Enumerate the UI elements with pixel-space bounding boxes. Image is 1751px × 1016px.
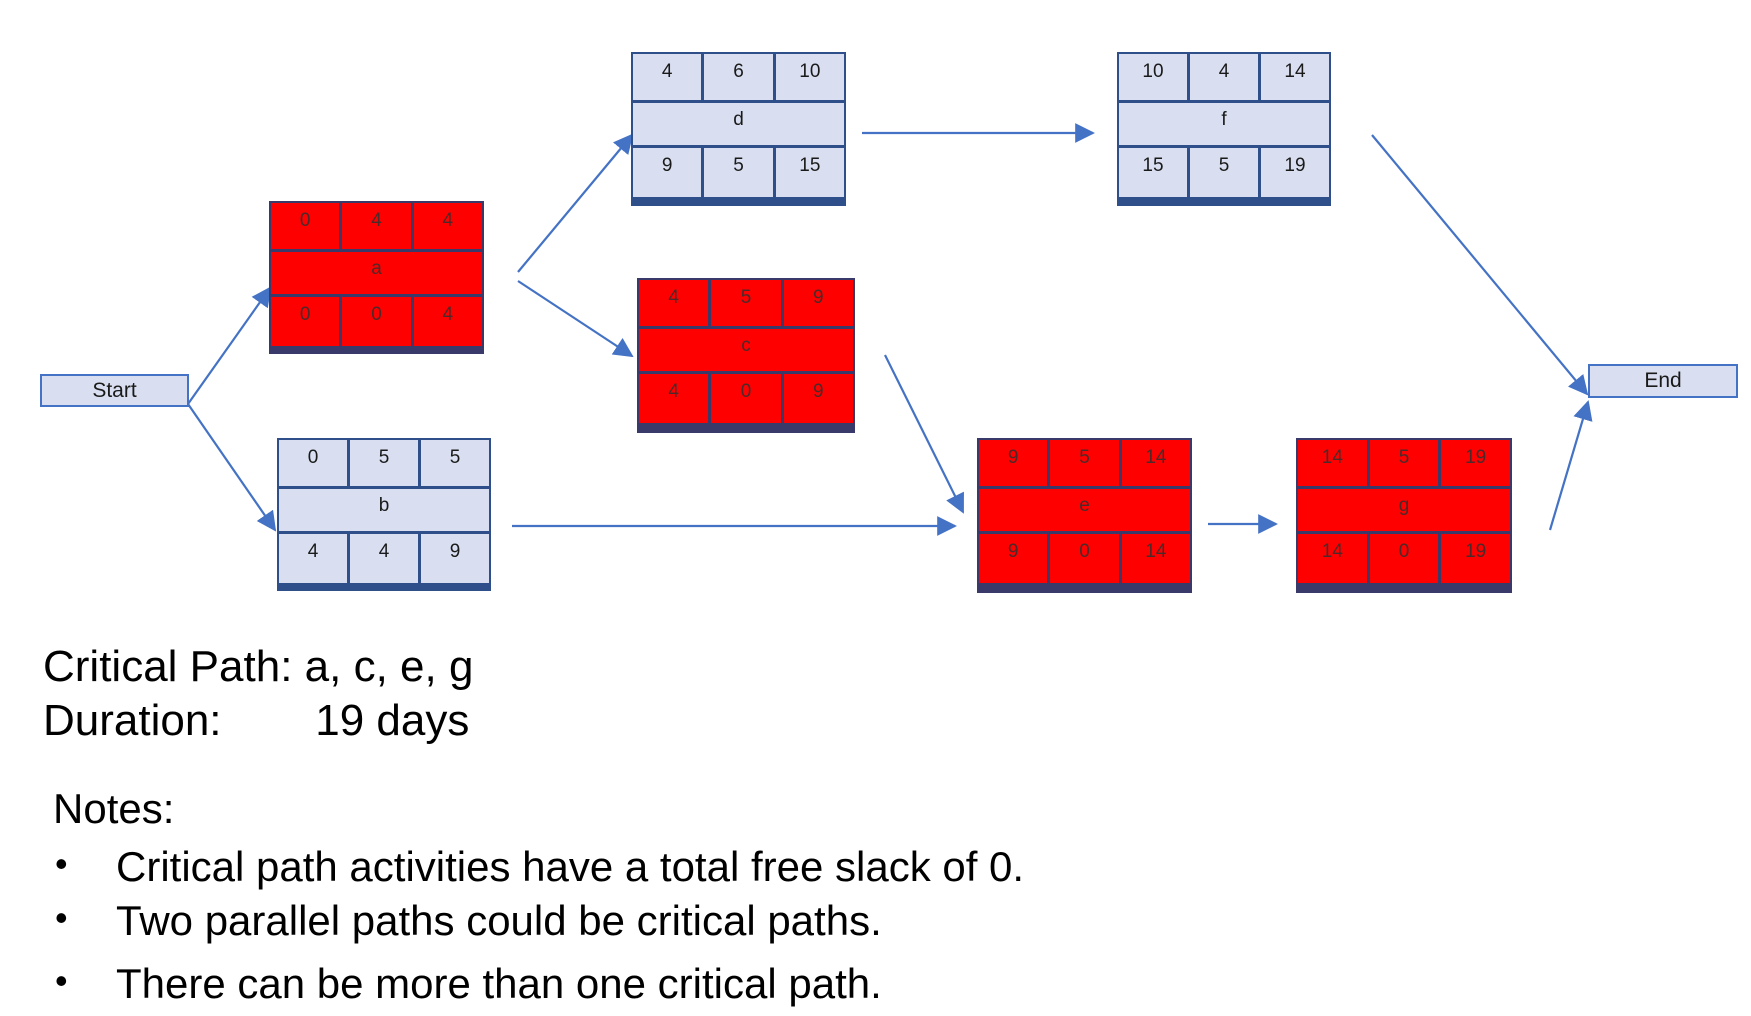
activity-c-lf: 9: [783, 374, 853, 423]
activity-f-label: f: [1119, 103, 1329, 145]
activity-f-ef: 14: [1261, 54, 1329, 100]
activity-d-label: d: [633, 103, 844, 145]
notes-title: Notes:: [53, 785, 175, 832]
activity-f-duration: 4: [1190, 54, 1258, 100]
activity-g-node: 14 5 19 g 14 0 19: [1296, 438, 1512, 593]
activity-d-ls: 9: [633, 148, 702, 197]
activity-b-duration: 5: [350, 440, 418, 486]
arrow-g-end: [1548, 400, 1593, 531]
end-label: End: [1644, 369, 1682, 392]
activity-b-ls: 4: [279, 534, 347, 583]
activity-c-ef: 9: [783, 280, 853, 326]
bullet-icon: •: [55, 960, 68, 1001]
activity-d-slack: 5: [704, 148, 773, 197]
critical-path-label: Critical Path:: [43, 642, 293, 691]
activity-d-ef: 10: [775, 54, 844, 100]
activity-f-node: 10 4 14 f 15 5 19: [1117, 52, 1331, 206]
note-item: • Critical path activities have a total …: [55, 843, 1155, 899]
duration-value: 19 days: [315, 696, 470, 745]
bullet-icon: •: [55, 843, 68, 884]
activity-a-node: 0 4 4 a 0 0 4: [269, 201, 484, 354]
activity-a-label: a: [271, 252, 482, 294]
critical-path-summary: Critical Path: a, c, e, g Duration: 19 d…: [43, 640, 743, 748]
arrow-start-a: [187, 286, 272, 405]
arrow-f-end: [1371, 134, 1589, 396]
activity-a-slack: 0: [342, 297, 411, 346]
activity-a-lf: 4: [413, 297, 482, 346]
duration-line: Duration: 19 days: [43, 694, 743, 748]
bullet-icon: •: [55, 897, 68, 938]
activity-a-es: 0: [271, 203, 340, 249]
activity-c-duration: 5: [711, 280, 781, 326]
arrow-a-c: [517, 280, 634, 358]
activity-a-ef: 4: [413, 203, 482, 249]
activity-b-slack: 4: [350, 534, 418, 583]
end-node: End: [1588, 364, 1738, 398]
activity-e-node: 9 5 14 e 9 0 14: [977, 438, 1192, 593]
activity-a-duration: 4: [342, 203, 411, 249]
activity-f-lf: 19: [1261, 148, 1329, 197]
arrow-c-e: [884, 354, 964, 514]
activity-g-ls: 14: [1298, 534, 1367, 583]
activity-b-ef: 5: [421, 440, 489, 486]
activity-f-slack: 5: [1190, 148, 1258, 197]
activity-g-ef: 19: [1441, 440, 1510, 486]
activity-b-node: 0 5 5 b 4 4 9: [277, 438, 491, 591]
activity-c-ls: 4: [639, 374, 709, 423]
activity-c-slack: 0: [711, 374, 781, 423]
activity-f-es: 10: [1119, 54, 1187, 100]
activity-b-lf: 9: [421, 534, 489, 583]
note-text: Critical path activities have a total fr…: [116, 843, 1025, 890]
activity-g-duration: 5: [1369, 440, 1439, 486]
activity-g-slack: 0: [1369, 534, 1439, 583]
note-text: There can be more than one critical path…: [116, 960, 882, 1007]
activity-d-lf: 15: [775, 148, 844, 197]
activity-c-node: 4 5 9 c 4 0 9: [637, 278, 855, 433]
start-node: Start: [40, 374, 189, 407]
duration-label: Duration:: [43, 696, 222, 745]
critical-path-line: Critical Path: a, c, e, g: [43, 640, 743, 694]
activity-c-label: c: [639, 329, 853, 371]
activity-f-ls: 15: [1119, 148, 1187, 197]
start-label: Start: [92, 378, 137, 402]
activity-g-lf: 19: [1441, 534, 1510, 583]
activity-e-slack: 0: [1050, 534, 1119, 583]
arrow-start-b: [187, 403, 277, 532]
activity-e-label: e: [979, 489, 1190, 531]
activity-a-ls: 0: [271, 297, 340, 346]
activity-d-es: 4: [633, 54, 702, 100]
activity-b-label: b: [279, 489, 489, 531]
note-item: • Two parallel paths could be critical p…: [55, 897, 1155, 953]
activity-e-lf: 14: [1121, 534, 1190, 583]
activity-e-duration: 5: [1050, 440, 1119, 486]
activity-e-ef: 14: [1121, 440, 1190, 486]
activity-g-es: 14: [1298, 440, 1367, 486]
critical-path-value: a, c, e, g: [304, 642, 474, 691]
activity-e-es: 9: [979, 440, 1048, 486]
note-text: Two parallel paths could be critical pat…: [116, 897, 882, 944]
activity-b-es: 0: [279, 440, 347, 486]
activity-d-duration: 6: [704, 54, 773, 100]
activity-g-label: g: [1298, 489, 1510, 531]
activity-e-ls: 9: [979, 534, 1048, 583]
note-item: • There can be more than one critical pa…: [55, 960, 1155, 1016]
arrow-a-d: [517, 133, 634, 273]
activity-d-node: 4 6 10 d 9 5 15: [631, 52, 846, 206]
activity-c-es: 4: [639, 280, 709, 326]
